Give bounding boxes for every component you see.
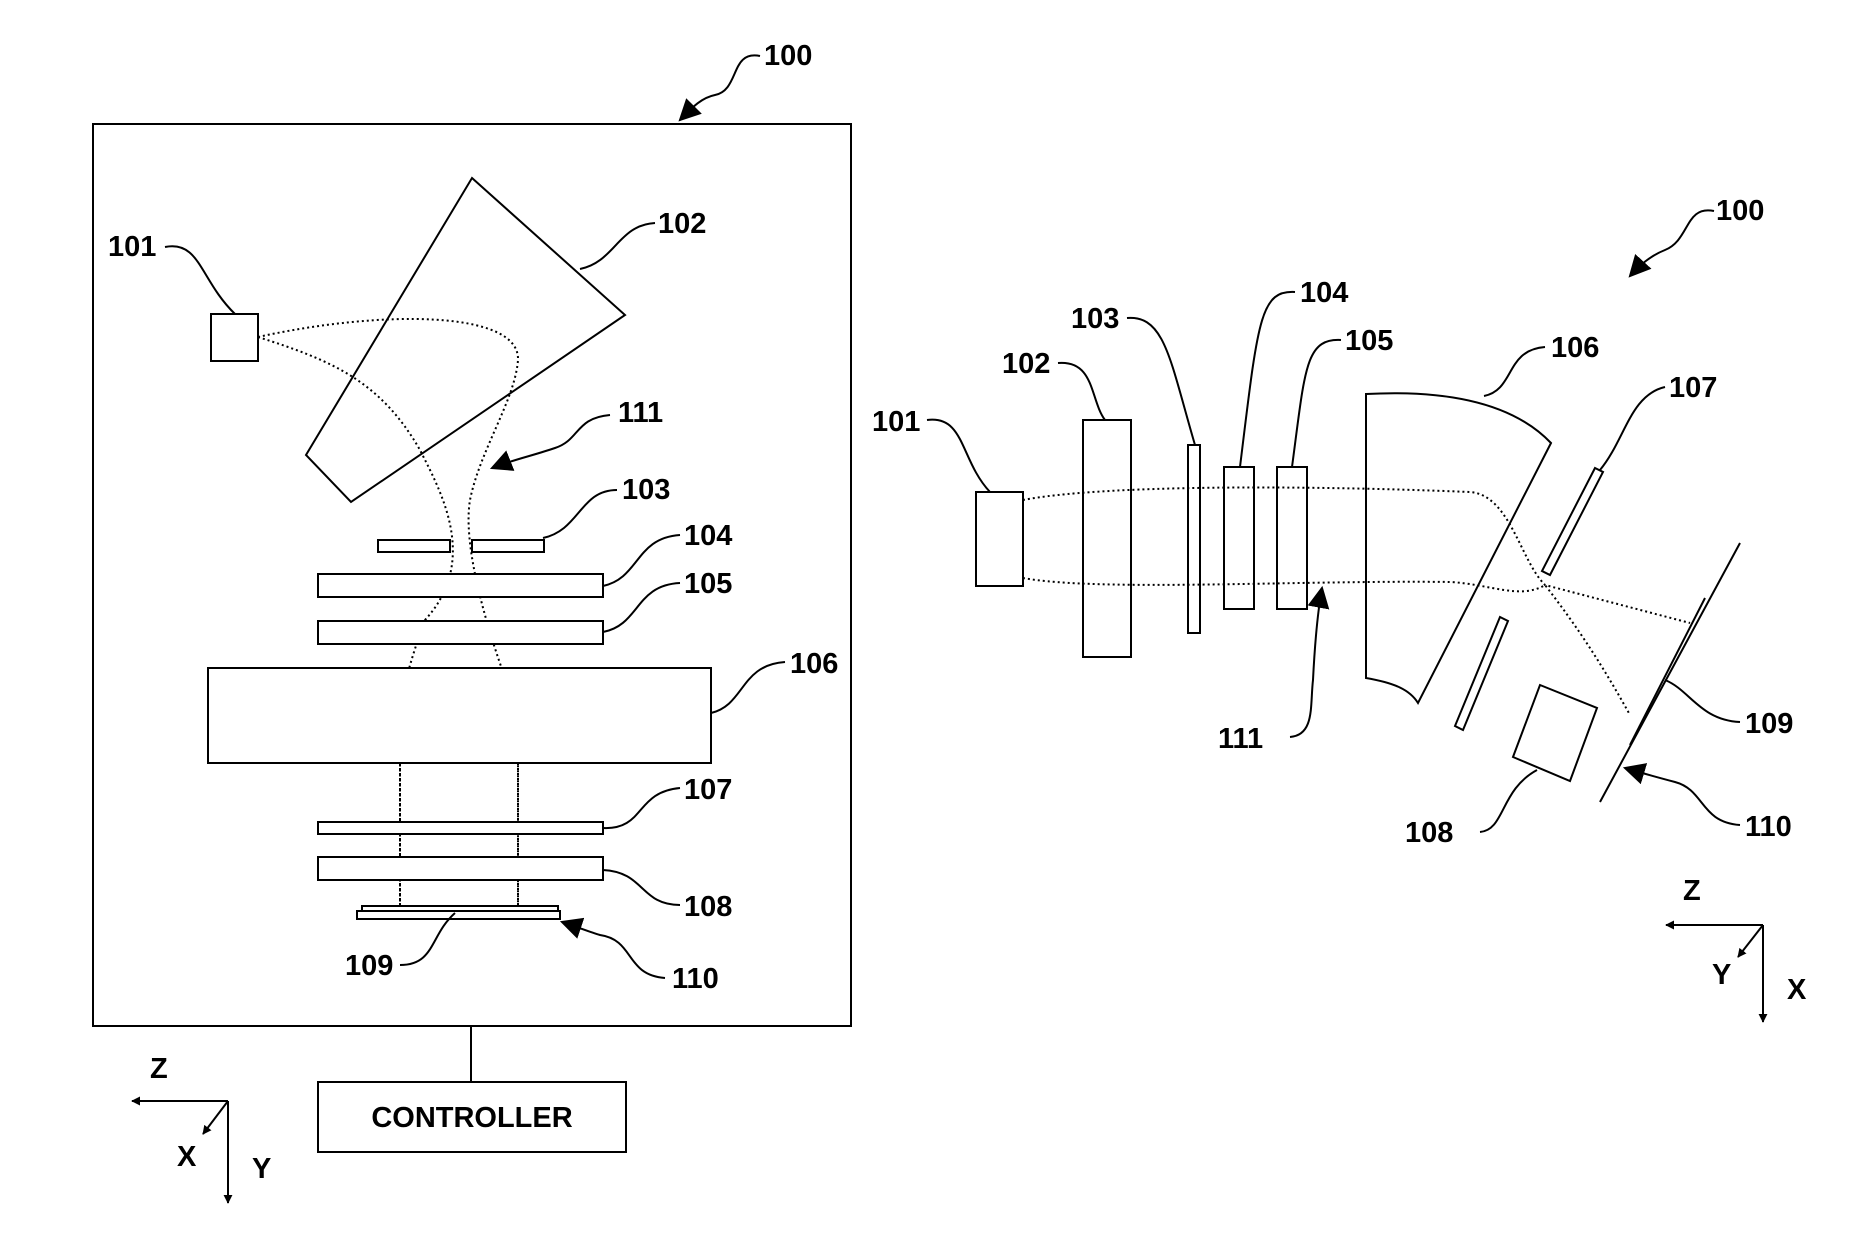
leader-102-right: [1058, 363, 1105, 420]
axis-x-left: [203, 1101, 228, 1134]
label-102: 102: [658, 208, 706, 240]
source-101: [211, 314, 258, 361]
label-109: 109: [345, 950, 393, 982]
label-104-right: 104: [1300, 277, 1348, 309]
arrow-111: [492, 415, 610, 468]
plate-107: [318, 822, 603, 834]
label-107: 107: [684, 774, 732, 806]
label-108: 108: [684, 891, 732, 923]
system-arrow: [680, 55, 760, 120]
leader-106: [711, 662, 785, 713]
controller-label: CONTROLLER: [371, 1102, 572, 1134]
label-106: 106: [790, 648, 838, 680]
plate-107-right: [1542, 468, 1603, 575]
plate-104: [318, 574, 603, 597]
axis-z-right-label: Z: [1683, 875, 1701, 907]
leader-105: [603, 583, 680, 632]
stage-110: [357, 911, 560, 919]
leader-108: [603, 870, 680, 905]
aperture-103-left: [378, 540, 450, 552]
arrow-111-right: [1290, 588, 1322, 737]
label-109-right: 109: [1745, 708, 1793, 740]
label-105-right: 105: [1345, 325, 1393, 357]
leader-107-right: [1600, 387, 1665, 470]
leader-101-right: [927, 420, 990, 492]
plate-108: [318, 857, 603, 880]
label-101: 101: [108, 231, 156, 263]
right-view: 100 101 102 103 104 105 106 107: [872, 195, 1807, 1022]
plate-lower-right: [1455, 617, 1508, 730]
leader-103: [543, 490, 617, 538]
element-102: [306, 178, 625, 502]
axes-left: Z X Y: [132, 1053, 271, 1203]
label-106-right: 106: [1551, 332, 1599, 364]
label-105: 105: [684, 568, 732, 600]
label-104: 104: [684, 520, 732, 552]
leader-107: [603, 788, 680, 828]
element-108-right: [1513, 685, 1597, 781]
leader-109: [400, 913, 455, 965]
block-106-right: [1366, 393, 1551, 703]
label-102-right: 102: [1002, 348, 1050, 380]
leader-105-right: [1292, 340, 1341, 467]
label-111: 111: [618, 397, 663, 429]
axis-y-left-label: Y: [252, 1153, 271, 1185]
label-103-right: 103: [1071, 303, 1119, 335]
left-view: 100 101 102 111 103 104 105 106: [93, 40, 851, 1203]
aperture-103-right: [472, 540, 544, 552]
leader-102: [580, 223, 655, 269]
leader-101: [165, 246, 235, 314]
substrate-109-right: [1630, 598, 1705, 745]
axis-y-right: [1738, 925, 1763, 957]
block-106: [208, 668, 711, 763]
label-107-right: 107: [1669, 372, 1717, 404]
label-110: 110: [672, 963, 719, 995]
stage-110-right: [1600, 543, 1740, 802]
arrow-110: [562, 922, 665, 978]
leader-104: [603, 535, 680, 586]
axis-z-left-label: Z: [150, 1053, 168, 1085]
label-110-right: 110: [1745, 811, 1792, 843]
leader-103-right: [1127, 318, 1195, 445]
plate-105: [318, 621, 603, 644]
system-label-right: 100: [1716, 195, 1764, 227]
system-arrow-right: [1630, 210, 1714, 276]
axis-x-right-label: X: [1787, 974, 1807, 1006]
axes-right: Z Y X: [1666, 875, 1807, 1022]
leader-104-right: [1240, 292, 1295, 467]
axis-x-left-label: X: [177, 1141, 197, 1173]
system-label: 100: [764, 40, 812, 72]
aperture-103-right: [1188, 445, 1200, 633]
source-101-right: [976, 492, 1023, 586]
leader-108-right: [1480, 770, 1537, 832]
element-102-right: [1083, 420, 1131, 657]
leader-109-right: [1665, 680, 1740, 722]
axis-y-right-label: Y: [1712, 959, 1731, 991]
label-108-right: 108: [1405, 817, 1453, 849]
label-103: 103: [622, 474, 670, 506]
label-101-right: 101: [872, 406, 920, 438]
label-111-right: 111: [1218, 723, 1263, 755]
leader-106-right: [1484, 347, 1545, 396]
arrow-110-right: [1625, 768, 1740, 825]
